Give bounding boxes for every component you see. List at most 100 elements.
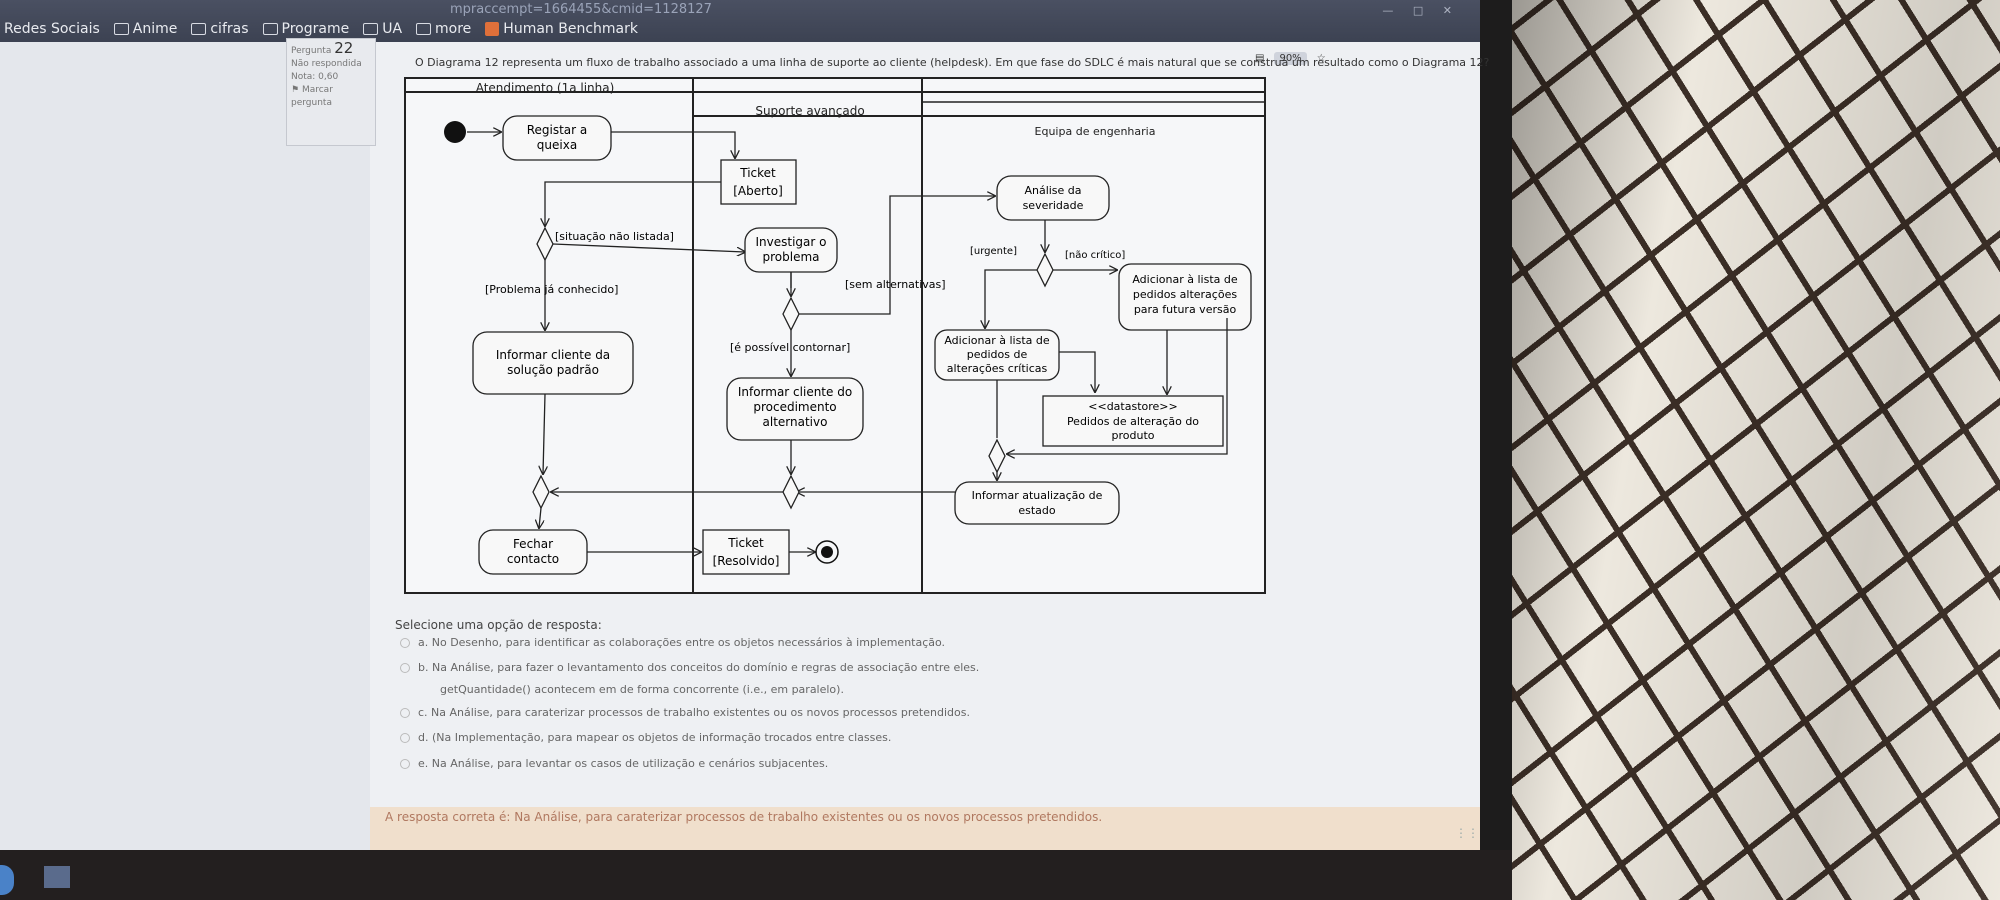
fabric-shading [1510, 0, 2000, 900]
activity-text: Adicionar à lista de [1132, 273, 1238, 286]
activity-text: para futura versão [1134, 303, 1237, 316]
answer-option-d[interactable]: d. (Na Implementação, para mapear os obj… [400, 731, 891, 744]
answer-option-text: c. Na Análise, para caraterizar processo… [418, 706, 970, 719]
bookmark-cifras[interactable]: cifras [191, 21, 249, 37]
bookmark-label: more [435, 21, 472, 37]
bookmark-human-benchmark[interactable]: Human Benchmark [485, 21, 638, 37]
activity-text: procedimento [753, 400, 836, 414]
bookmark-more[interactable]: more [416, 21, 471, 37]
activity-informar-alternativo [726, 377, 864, 441]
folder-icon [416, 23, 432, 35]
answer-option-e[interactable]: e. Na Análise, para levantar os casos de… [400, 757, 828, 770]
reader-icon[interactable]: ▤ [1255, 53, 1265, 64]
bookmark-label: Anime [132, 21, 178, 37]
laptop-screen: mpraccempt=1664455&cmid=1128127 Redes So… [0, 0, 1489, 850]
datastore-text: Pedidos de alteração do [1067, 415, 1199, 428]
bookmark-star-icon[interactable]: ☆ [1316, 53, 1326, 64]
answer-option-c[interactable]: c. Na Análise, para caraterizar processo… [400, 706, 970, 719]
object-text: [Resolvido] [713, 554, 780, 568]
taskbar-app-icon[interactable] [0, 865, 14, 895]
question-status: Não respondida [291, 59, 362, 69]
feedback-box [370, 807, 1480, 850]
question-grade: Nota: 0,60 [291, 72, 339, 82]
bookmark-label: Redes Sociais [4, 21, 100, 37]
activity-text: Registar a [527, 123, 588, 137]
activity-text: queixa [537, 138, 577, 152]
folder-icon [191, 23, 207, 35]
lane-engenharia: Equipa de engenharia [1035, 125, 1156, 138]
radio-button[interactable] [400, 759, 410, 769]
taskbar-app-icon[interactable] [44, 866, 70, 888]
bookmark-programe[interactable]: Programe [262, 21, 349, 37]
bookmark-label: UA [382, 21, 403, 37]
activity-text: Fechar [513, 537, 553, 551]
datastore-text: produto [1112, 429, 1155, 442]
merge-node [782, 474, 800, 510]
activity-text: alterações críticas [947, 362, 1048, 375]
start-node [444, 121, 466, 143]
radio-button[interactable] [400, 663, 410, 673]
end-node-core [821, 546, 833, 558]
address-bar[interactable]: mpraccempt=1664455&cmid=1128127 [450, 2, 712, 17]
folder-icon [113, 23, 129, 35]
radio-button[interactable] [400, 733, 410, 743]
activity-informar-estado [954, 481, 1120, 525]
activity-text: severidade [1023, 199, 1084, 212]
object-text: Ticket [727, 536, 764, 550]
activity-text: Análise da [1024, 184, 1081, 197]
question-text: O Diagrama 12 representa um fluxo de tra… [415, 56, 1490, 69]
activity-text: Adicionar à lista de [944, 334, 1050, 347]
lane-atendimento: Atendimento (1a linha) [476, 81, 615, 95]
taskbar [0, 850, 1512, 900]
radio-button[interactable] [400, 638, 410, 648]
question-number: 22 [334, 39, 354, 57]
bookmark-anime[interactable]: Anime [113, 21, 178, 37]
guard-label: [Problema já conhecido] [485, 283, 618, 296]
answer-option-text: b. Na Análise, para fazer o levantamento… [418, 661, 980, 674]
guard-label: [urgente] [970, 246, 1017, 257]
activity-text: Informar cliente do [738, 385, 852, 399]
page-tools: ▤ 90% ☆ [1255, 52, 1326, 65]
activity-text: solução padrão [507, 363, 599, 377]
guard-label: [sem alternativas] [845, 278, 946, 291]
activity-text: Investigar o [756, 235, 827, 249]
answer-option-b-continued: getQuantidade() acontecem em de forma co… [440, 683, 844, 696]
activity-text: problema [762, 250, 819, 264]
object-text: Ticket [739, 166, 776, 180]
activity-text: contacto [507, 552, 559, 566]
activity-text: Informar atualização de [972, 489, 1103, 502]
question-label: Pergunta [291, 46, 332, 56]
activity-text: pedidos alterações [1133, 288, 1237, 301]
radio-button[interactable] [400, 708, 410, 718]
bookmark-ua[interactable]: UA [363, 21, 402, 37]
apps-grid-icon[interactable]: ⋮⋮ [1455, 826, 1479, 840]
activity-text: estado [1018, 504, 1056, 517]
activity-text: alternativo [763, 415, 828, 429]
activity-informar-padrao [472, 331, 634, 395]
datastore-text: <<datastore>> [1088, 400, 1177, 413]
object-text: [Aberto] [733, 184, 783, 198]
laptop-bezel: mpraccempt=1664455&cmid=1128127 Redes So… [0, 0, 1512, 900]
lane-suporte: Suporte avançado [755, 104, 864, 118]
bookmarks-bar: Redes Sociais Anime cifras Programe UA m… [0, 18, 638, 40]
activity-registar-queixa [502, 115, 612, 161]
activity-text: Informar cliente da [496, 348, 610, 362]
fabric-background [1510, 0, 2000, 900]
answer-option-b[interactable]: b. Na Análise, para fazer o levantamento… [400, 661, 979, 674]
activity-adicionar-futura [1118, 263, 1252, 331]
zoom-level[interactable]: 90% [1274, 52, 1307, 65]
flag-icon: ⚑ [291, 85, 300, 95]
question-info-panel: Pergunta 22 Não respondida Nota: 0,60 ⚑ … [286, 38, 376, 146]
bookmark-label: Human Benchmark [503, 21, 638, 37]
answer-option-text: a. No Desenho, para identificar as colab… [418, 636, 946, 649]
answer-option-text: d. (Na Implementação, para mapear os obj… [418, 731, 892, 744]
answer-option-text: e. Na Análise, para levantar os casos de… [418, 757, 829, 770]
activity-diagram: Atendimento (1a linha) Suporte avançado … [404, 77, 1266, 594]
answer-option-a[interactable]: a. No Desenho, para identificar as colab… [400, 636, 945, 649]
activity-analise-severidade [996, 175, 1110, 221]
decision-node [1036, 252, 1054, 288]
browser-toolbar: mpraccempt=1664455&cmid=1128127 Redes So… [0, 0, 1480, 42]
window-controls[interactable]: — □ ✕ [1382, 4, 1460, 17]
bookmark-redes-sociais[interactable]: Redes Sociais [4, 21, 100, 37]
flag-question[interactable]: ⚑ Marcar pergunta [291, 84, 371, 110]
